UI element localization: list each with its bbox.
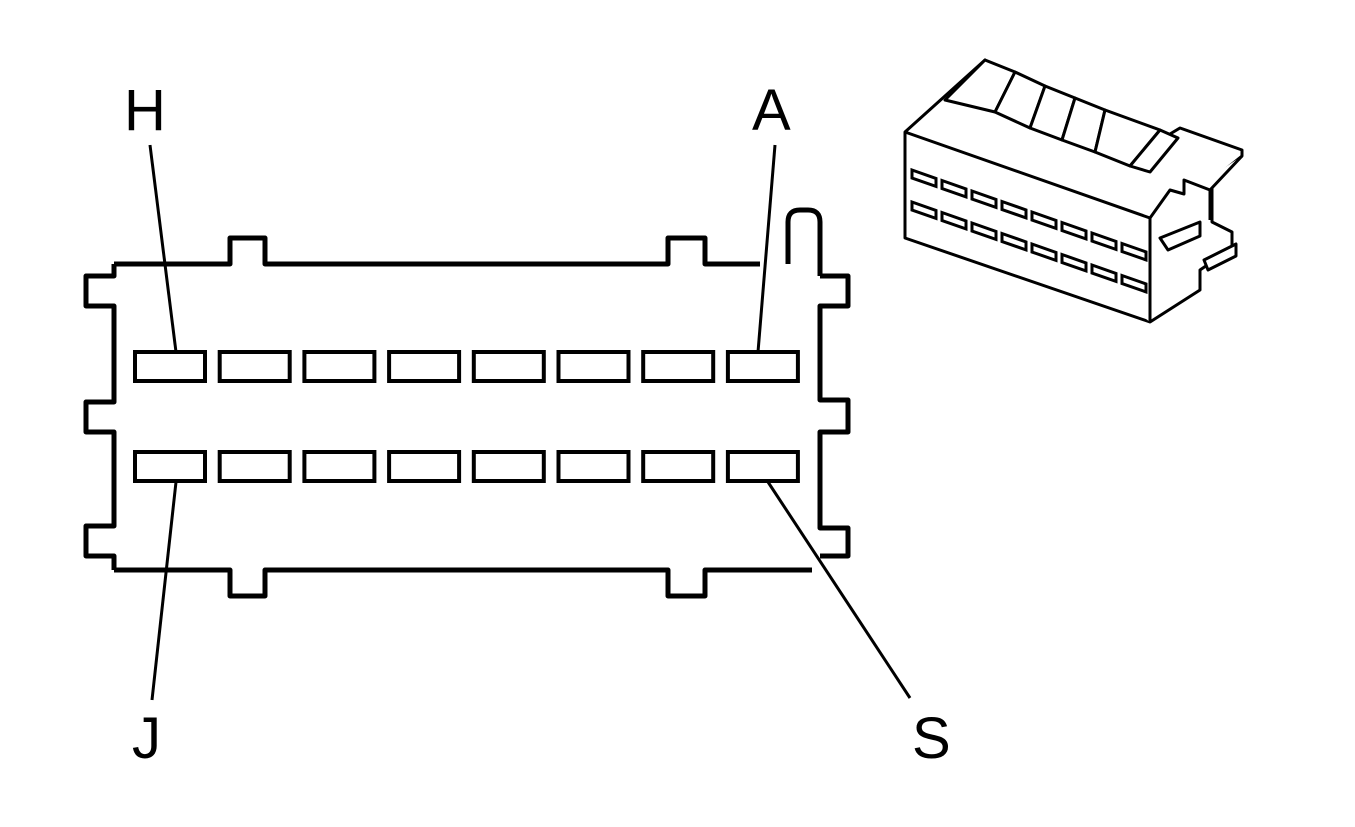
connector-3d-cavities [910,167,1148,295]
cavity-3d [1090,230,1118,252]
cavity-3d [1000,199,1028,221]
cavity [725,450,800,483]
connector-face [83,207,851,599]
cavity-3d [1090,262,1118,284]
cavity-3d [1030,209,1058,231]
cavity [471,350,546,383]
cavity-3d [1000,231,1028,253]
pin-label-h: H [124,78,166,143]
leader-line-h [148,144,178,353]
cavity [471,450,546,483]
cavity [641,450,716,483]
cavity-3d [910,199,938,221]
cavity [217,450,292,483]
cavity-3d [940,210,968,232]
cavity [302,450,377,483]
cavity-3d [910,167,938,189]
cavity-3d [940,178,968,200]
pin-label-a: A [752,78,791,143]
cavity-3d [1120,241,1148,263]
cavity [133,450,207,483]
cavity-3d [970,220,998,242]
cavity-3d [970,188,998,210]
cavity-3d [1060,252,1088,274]
cavity [556,450,631,483]
cavity [387,450,462,483]
cavity [133,350,207,383]
cavity-grid [133,350,800,483]
cavity-3d [1060,220,1088,242]
cavity [217,350,292,383]
cavity [725,350,800,383]
leader-lines [148,144,912,701]
leader-line-a [756,144,777,353]
cavity-3d [1120,273,1148,295]
cavity [641,350,716,383]
connector-3d-view [903,58,1244,324]
leader-line-j [150,481,178,701]
cavity [387,350,462,383]
pin-label-s: S [912,706,951,771]
cavity-3d [1030,241,1058,263]
cavity [556,350,631,383]
pin-label-j: J [132,706,161,771]
leader-line-s [766,481,912,699]
cavity [302,350,377,383]
